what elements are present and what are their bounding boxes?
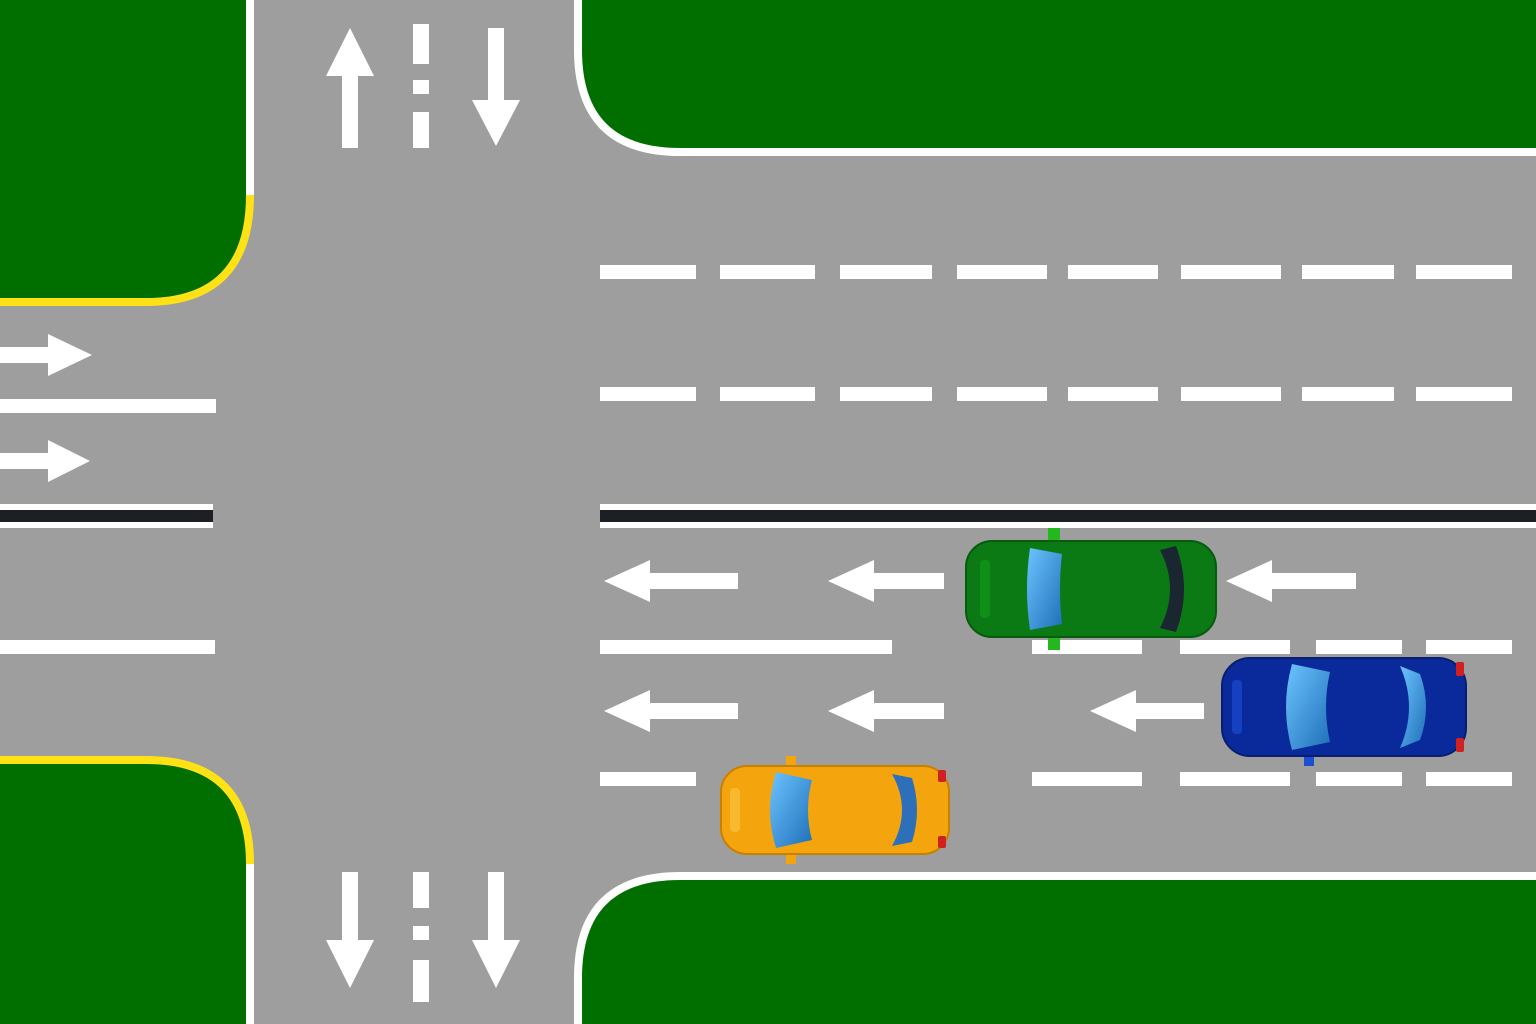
dashed-center [413, 24, 429, 64]
grass-top-right [580, 0, 1536, 150]
arrow-down-icon [326, 872, 374, 988]
yellow-car [720, 756, 950, 864]
arrow-left-icon [604, 690, 738, 732]
dashed-center [413, 960, 429, 1002]
lane-line-row-3 [600, 640, 1512, 654]
dashed-center [413, 112, 429, 148]
arrow-left-icon [828, 690, 944, 732]
curb-top-left-yellow [0, 194, 254, 306]
center-line-dark [0, 510, 213, 522]
lane-line [0, 640, 215, 654]
grass-bottom-right [580, 878, 1536, 1024]
dashed-center [413, 926, 429, 940]
arrow-right-icon [0, 334, 92, 376]
green-car [965, 528, 1217, 650]
arrow-left-icon [1090, 690, 1204, 732]
dashed-center [413, 872, 429, 908]
dashed-row-1 [600, 265, 1512, 279]
arrow-left-icon [1226, 560, 1356, 602]
right-road-markings [600, 265, 1536, 786]
curb-bottom-right [574, 872, 1536, 1024]
dashed-center [413, 80, 429, 94]
arrow-up-icon [326, 28, 374, 148]
grass-bottom-left [0, 762, 248, 1024]
grass-top-left [0, 0, 248, 300]
center-line-dark [600, 510, 1536, 522]
lane-line [0, 399, 216, 413]
blue-car [1221, 657, 1467, 766]
left-road-markings [0, 399, 216, 654]
arrow-down-icon [472, 28, 520, 146]
arrow-down-icon [472, 872, 520, 988]
lane-line-row-4 [600, 772, 1512, 786]
arrow-right-icon [0, 440, 90, 482]
lane-arrows [0, 28, 1356, 988]
curb-bottom-left-yellow [0, 756, 254, 865]
bottom-road-markings [413, 872, 429, 1002]
arrow-left-icon [604, 560, 738, 602]
dashed-row-2 [600, 387, 1512, 401]
curb-top-right [574, 0, 1536, 156]
arrow-left-icon [828, 560, 944, 602]
top-road-markings [413, 24, 429, 148]
